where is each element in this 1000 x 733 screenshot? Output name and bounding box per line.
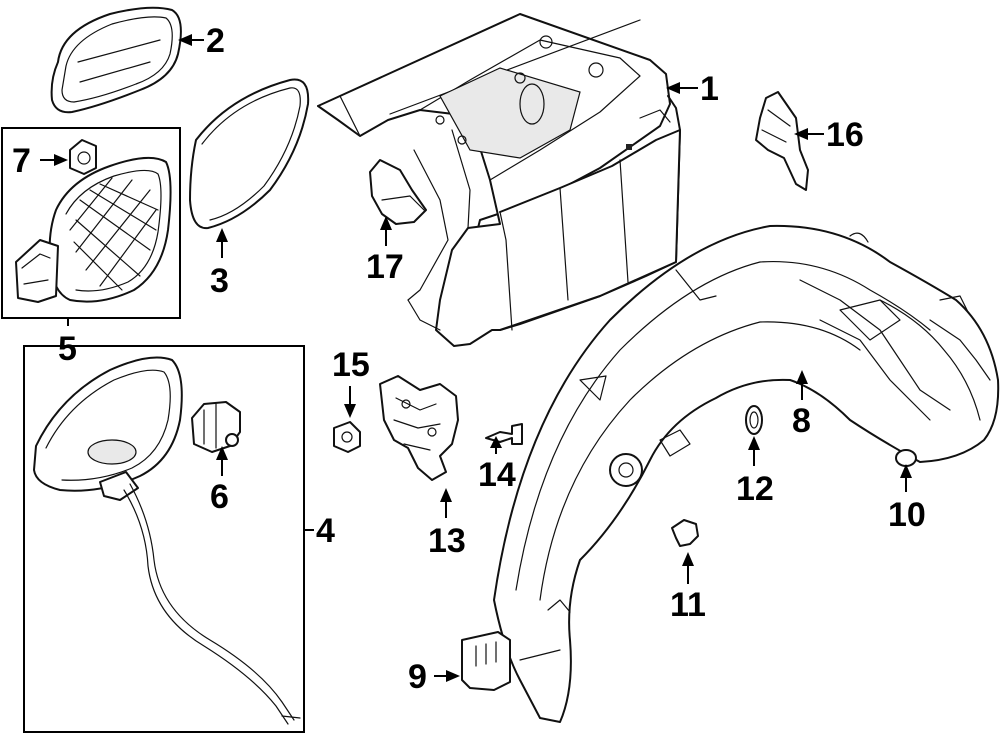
part-1-quarter-inner-panel [317, 13, 681, 347]
callout-4: 4 [316, 512, 335, 550]
part-17-bracket [369, 159, 427, 225]
part-7-actuator [69, 139, 97, 175]
leader-lines [40, 34, 912, 682]
part-13-latch-bracket [379, 375, 459, 481]
callout-8: 8 [792, 402, 811, 440]
part-3-gasket [189, 78, 310, 230]
part-5-box [1, 127, 181, 319]
part-2-trim-panel [50, 6, 182, 114]
callout-11: 11 [670, 586, 706, 624]
callout-16: 16 [826, 116, 864, 154]
callout-10: 10 [888, 496, 926, 534]
part-5-fuel-door-housing [15, 156, 172, 303]
callout-2: 2 [206, 22, 225, 60]
part-10-plug [895, 449, 917, 467]
callout-labels: 1 2 3 4 5 6 7 8 9 10 11 12 13 14 15 16 1… [12, 22, 926, 696]
callout-12: 12 [736, 470, 774, 508]
part-15-clip [333, 421, 361, 453]
part-14-push-pin [485, 423, 523, 445]
part-11-push-rivet [671, 519, 699, 547]
part-4-box [23, 345, 305, 733]
part-6-lock-actuator [191, 401, 241, 453]
callout-14: 14 [478, 456, 516, 494]
callout-7: 7 [12, 142, 31, 180]
part-9-bump-stop [461, 631, 511, 691]
part-16-brace [755, 91, 809, 191]
callout-9: 9 [408, 658, 427, 696]
callout-17: 17 [366, 248, 404, 286]
part-4-fuel-door-assembly [33, 356, 301, 725]
part-12-grommet [745, 405, 763, 435]
callout-3: 3 [210, 262, 229, 300]
callout-1: 1 [700, 70, 719, 108]
callout-5: 5 [58, 330, 77, 368]
callout-6: 6 [210, 478, 229, 516]
callout-13: 13 [428, 522, 466, 560]
callout-15: 15 [332, 346, 370, 384]
